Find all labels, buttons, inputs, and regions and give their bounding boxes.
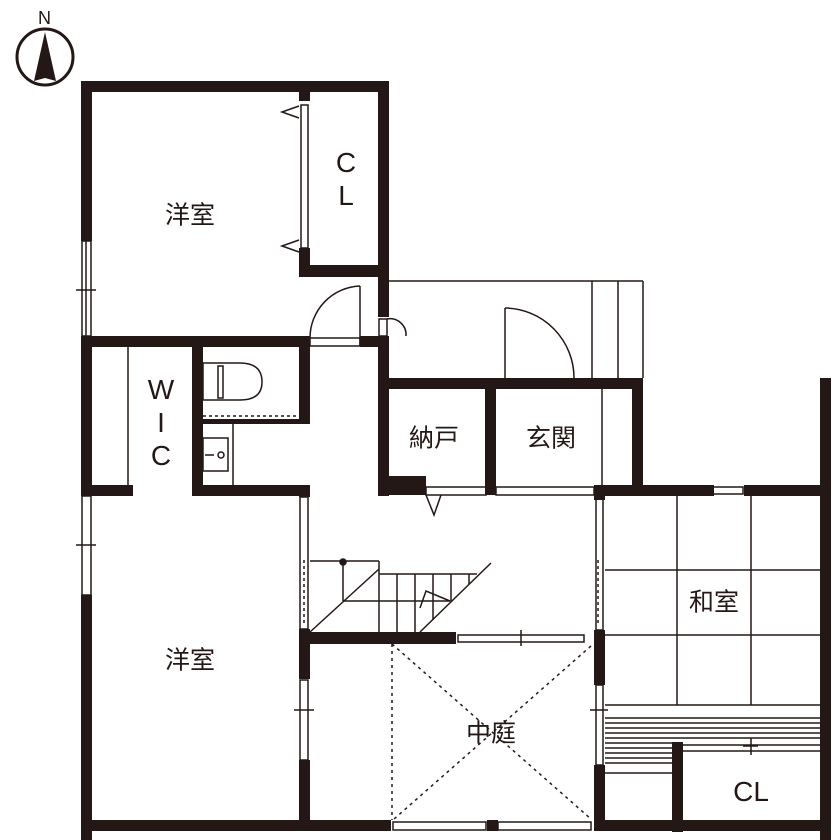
room-label-closet-north-l: L: [338, 180, 354, 211]
room-label-wic-i: I: [157, 407, 165, 438]
room-label-storage: 納戸: [408, 423, 460, 453]
room-label-closet-south: CL: [733, 776, 769, 807]
walls: [81, 81, 831, 840]
room-label-wic-c: C: [150, 440, 172, 471]
north-compass-icon: [15, 27, 75, 87]
room-label-bedroom-north: 洋室: [164, 200, 216, 230]
fixtures: [76, 104, 820, 831]
room-label-wic-w: W: [147, 374, 175, 405]
room-label-japanese-room: 和室: [688, 587, 740, 617]
room-label-entrance: 玄関: [525, 423, 577, 453]
room-label-closet-north-c: C: [335, 147, 357, 178]
room-label-courtyard: 中庭: [465, 718, 517, 748]
compass-north-label: N: [38, 8, 51, 28]
room-label-bedroom-south: 洋室: [164, 645, 216, 675]
